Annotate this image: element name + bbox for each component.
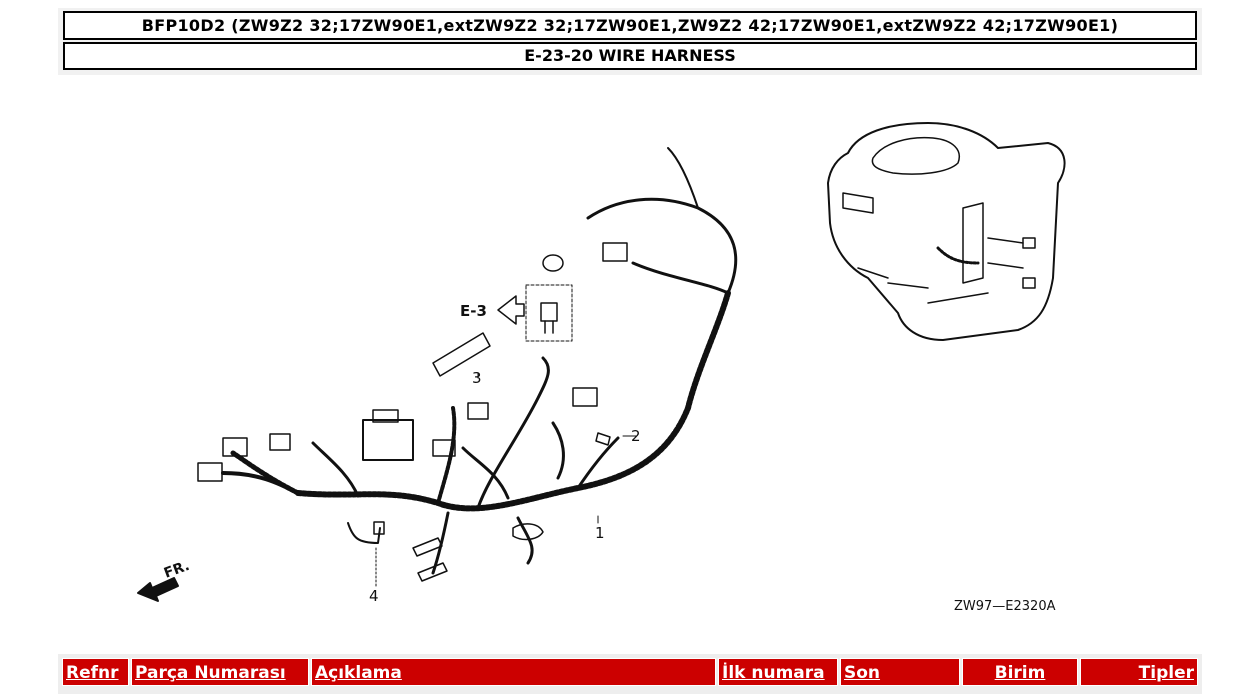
- engine-outline: [827, 122, 1066, 341]
- parts-diagram: E-3 FR. 1 2 3 4 ZW97—E2320A: [58, 78, 1202, 644]
- col-ilk-numara[interactable]: İlk numara: [718, 658, 838, 686]
- parts-table-header: Refnr Parça Numarası Açıklama İlk numara…: [58, 654, 1202, 694]
- model-title: BFP10D2 (ZW9Z2 32;17ZW90E1,extZW9Z2 32;1…: [63, 11, 1197, 40]
- col-ilk-numara-link[interactable]: İlk numara: [722, 663, 825, 683]
- drawing-code: ZW97—E2320A: [954, 599, 1056, 614]
- wire-harness-drawing: E-3 FR. 1 2 3 4 ZW97—E2320A: [137, 122, 1066, 614]
- col-aciklama-link[interactable]: Açıklama: [315, 663, 402, 683]
- col-birim[interactable]: Birim: [962, 658, 1078, 686]
- callout-4: 4: [369, 587, 379, 605]
- col-tipler-link[interactable]: Tipler: [1138, 663, 1194, 683]
- callout-2: 2: [631, 427, 641, 445]
- main-harness: [295, 290, 731, 512]
- header-panel: BFP10D2 (ZW9Z2 32;17ZW90E1,extZW9Z2 32;1…: [58, 8, 1202, 75]
- col-son[interactable]: Son: [840, 658, 960, 686]
- direction-label: FR.: [162, 558, 192, 582]
- ref-label-e3: E-3: [460, 302, 487, 320]
- col-parca-numarasi-link[interactable]: Parça Numarası: [135, 663, 286, 683]
- col-birim-link[interactable]: Birim: [994, 663, 1046, 683]
- col-aciklama[interactable]: Açıklama: [311, 658, 716, 686]
- callout-3: 3: [472, 369, 482, 387]
- front-arrow: [137, 577, 179, 602]
- col-refnr[interactable]: Refnr: [62, 658, 129, 686]
- callout-1: 1: [595, 524, 605, 542]
- section-title: E-23-20 WIRE HARNESS: [63, 42, 1197, 70]
- col-son-link[interactable]: Son: [844, 663, 881, 683]
- col-parca-numarasi[interactable]: Parça Numarası: [131, 658, 309, 686]
- col-refnr-link[interactable]: Refnr: [66, 663, 119, 683]
- col-tipler[interactable]: Tipler: [1080, 658, 1198, 686]
